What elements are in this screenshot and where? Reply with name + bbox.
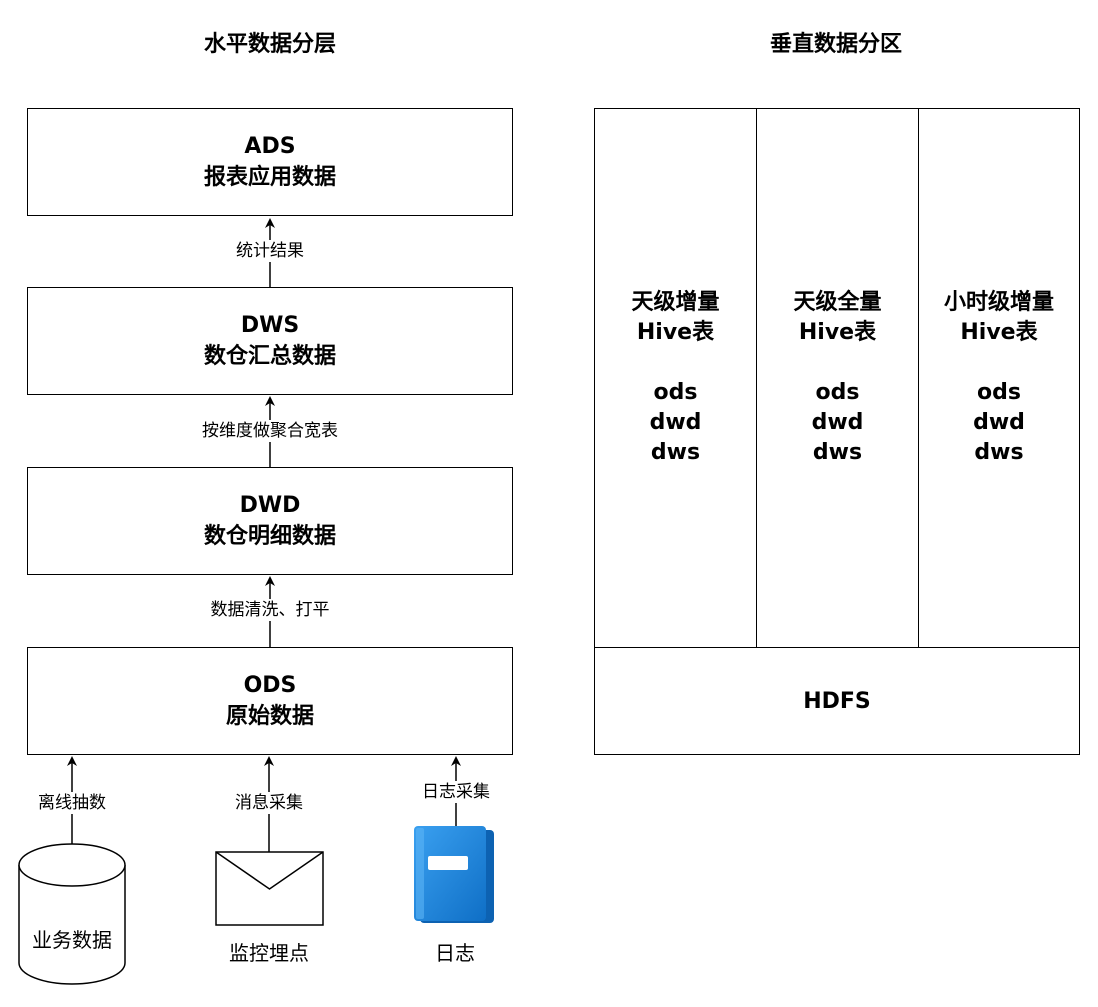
partition-item-dws: dws [812,440,863,465]
partition-subtitle: Hive表 [636,320,715,345]
edge-label-dwd-to-dws: 按维度做聚合宽表 [199,420,341,442]
partition-subtitle: Hive表 [960,320,1038,345]
right-title: 垂直数据分区 [769,32,902,57]
partition-frame [594,108,1080,755]
edge-label-tracking-to-ods: 消息采集 [232,792,306,814]
partition-daily-full[interactable]: 天级全量 Hive表 ods dwd dws [756,109,918,647]
partition-item-ods: ods [977,380,1021,405]
edge-label-log-to-ods: 日志采集 [419,781,493,803]
partition-title: 小时级增量 [943,290,1054,315]
edge-label-business-to-ods: 离线抽数 [35,792,109,814]
partition-daily-incremental[interactable]: 天级增量 Hive表 ods dwd dws [595,109,756,647]
layer-dws-code: DWS [240,313,300,338]
storage-hdfs[interactable]: HDFS [595,647,1079,754]
partition-title: 天级全量 [793,290,882,315]
partition-item-ods: ods [815,380,860,405]
layer-dws[interactable]: DWS 数仓汇总数据 [27,287,513,395]
layer-dws-name: 数仓汇总数据 [203,344,336,369]
partition-item-dwd: dwd [649,410,702,435]
book-icon [414,826,494,923]
layer-ods-code: ODS [243,673,297,698]
partition-item-dws: dws [974,440,1024,465]
edge-label-dws-to-ads: 统计结果 [233,240,307,262]
layer-dwd-code: DWD [239,493,301,518]
source-label-tracking: 监控埋点 [229,941,309,965]
partition-item-dwd: dwd [811,410,864,435]
layer-ads[interactable]: ADS 报表应用数据 [27,108,513,216]
database-icon [18,843,126,985]
layer-ods-name: 原始数据 [225,704,314,729]
layer-ads-code: ADS [244,134,296,159]
source-label-log: 日志 [435,941,475,965]
partition-hourly-incremental[interactable]: 小时级增量 Hive表 ods dwd dws [918,109,1079,647]
left-title: 水平数据分层 [203,32,336,57]
partition-item-dwd: dwd [973,410,1025,435]
layer-ods[interactable]: ODS 原始数据 [27,647,513,755]
partition-item-dws: dws [650,440,701,465]
layer-dwd-name: 数仓明细数据 [203,524,336,549]
partition-subtitle: Hive表 [798,320,877,345]
edge-label-ods-to-dwd: 数据清洗、打平 [207,599,333,621]
partition-item-ods: ods [653,380,698,405]
partition-title: 天级增量 [631,290,720,315]
source-label-business: 业务数据 [32,928,112,952]
layer-dwd[interactable]: DWD 数仓明细数据 [27,467,513,575]
envelope-icon [215,851,324,926]
storage-label: HDFS [803,688,871,714]
layer-ads-name: 报表应用数据 [203,165,336,190]
